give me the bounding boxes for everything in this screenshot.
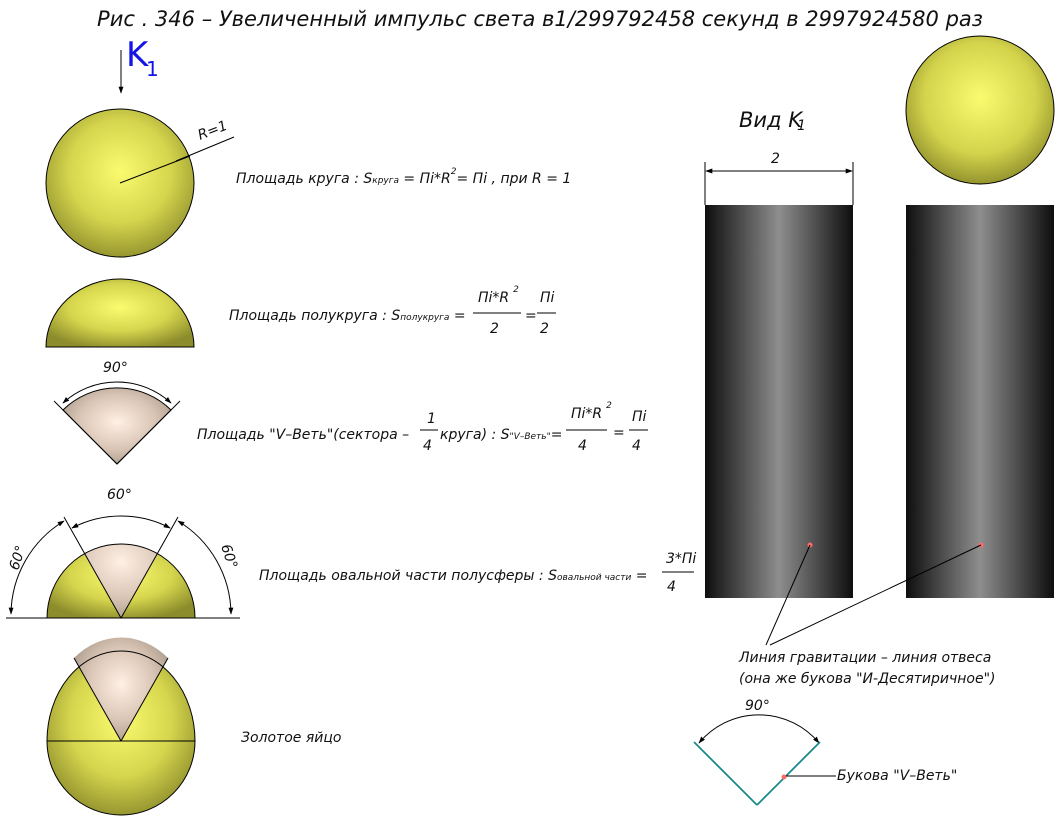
gravity-label-line1: Линия гравитации – линия отвеса bbox=[738, 650, 991, 666]
oval-formula-sub: овальной части bbox=[557, 573, 632, 583]
sector-quarter-num: 1 bbox=[427, 411, 436, 427]
sector-quarter-den: 4 bbox=[423, 438, 432, 454]
circle-formula-prefix: Площадь круга : S bbox=[236, 171, 372, 187]
oval-den: 4 bbox=[667, 579, 676, 595]
oval-part-figure: 60° 60° 60° bbox=[6, 487, 240, 619]
v-vet-angle: 90° bbox=[745, 698, 770, 714]
golden-egg-figure bbox=[46, 637, 196, 816]
sector-formula-mid: круга) : S"V–Веть"= bbox=[440, 427, 562, 443]
semicircle-formula-label: Площадь полукруга : Sполукруга = bbox=[229, 308, 466, 324]
semicircle-formula-prefix: Площадь полукруга : S bbox=[229, 308, 400, 324]
sphere-top-right bbox=[905, 35, 1055, 185]
sector-angle-label: 90° bbox=[103, 360, 128, 376]
gravity-leaders bbox=[765, 544, 982, 646]
circle-formula-mid: = Пi*R bbox=[399, 171, 451, 187]
semicircle-formula-sub: полукруга bbox=[400, 313, 449, 323]
radius-label: R=1 bbox=[196, 118, 230, 144]
semicircle-den2: 2 bbox=[540, 321, 549, 337]
k1-subscript: 1 bbox=[146, 57, 159, 81]
oval-formula-eq: = bbox=[631, 568, 647, 584]
gravity-label-line2: (она же букова "И-Десятиричное") bbox=[739, 671, 995, 687]
cylinder-right bbox=[906, 205, 1054, 598]
width-dimension-label: 2 bbox=[771, 151, 780, 167]
view-k1-label: Вид K 1 bbox=[739, 108, 806, 134]
golden-egg-label: Золотое яйцо bbox=[241, 730, 341, 746]
v-vet-figure: 90° bbox=[693, 698, 836, 806]
semicircle-eq2: = bbox=[525, 308, 537, 324]
oval-angle-right: 60° bbox=[217, 542, 240, 571]
oval-fraction: 3*Пi 4 bbox=[662, 551, 696, 595]
semicircle-num2: Пi bbox=[540, 290, 555, 306]
sector-den2: 4 bbox=[632, 438, 641, 454]
v-vet-dot bbox=[781, 774, 787, 780]
v-vet-label: Букова "V–Веть" bbox=[837, 768, 957, 784]
semicircle-figure bbox=[45, 278, 195, 348]
circle-formula-suffix: = Пi , при R = 1 bbox=[457, 171, 572, 187]
sector-num2: Пi bbox=[632, 409, 647, 425]
k1-letter: K bbox=[126, 35, 150, 75]
circle-area-formula: Площадь круга : Sкруга = Пi*R2= Пi , при… bbox=[236, 167, 571, 187]
oval-num: 3*Пi bbox=[666, 551, 696, 567]
semicircle-den: 2 bbox=[490, 321, 499, 337]
oval-angle-left: 60° bbox=[7, 544, 30, 573]
sector-den: 4 bbox=[578, 438, 587, 454]
circle-formula-sub: круга bbox=[372, 176, 399, 186]
view-label: Вид K bbox=[739, 108, 804, 132]
sector-formula-label: Площадь "V–Веть"(сектора – bbox=[197, 427, 409, 443]
figure-title: Рис . 346 – Увеличенный импульс света в1… bbox=[97, 7, 983, 31]
sector-90-figure: 90° bbox=[53, 360, 181, 465]
view-k1-marker: K 1 bbox=[118, 35, 159, 94]
oval-formula-prefix: Площадь овальной части полусферы : S bbox=[259, 568, 557, 584]
sector-formula-prefix: Площадь "V–Веть"(сектора – bbox=[197, 427, 409, 443]
semicircle-formula-eq: = bbox=[449, 308, 465, 324]
oval-formula-label: Площадь овальной части полусферы : Sовал… bbox=[259, 568, 648, 584]
cylinder-left bbox=[705, 205, 853, 598]
oval-angle-top: 60° bbox=[107, 487, 132, 503]
circle-formula-exp: 2 bbox=[451, 167, 457, 177]
view-label-sub: 1 bbox=[797, 118, 806, 134]
width-dimension: 2 bbox=[704, 151, 854, 205]
sector-eq2: = bbox=[613, 425, 625, 441]
circle-figure: R=1 bbox=[45, 108, 235, 258]
